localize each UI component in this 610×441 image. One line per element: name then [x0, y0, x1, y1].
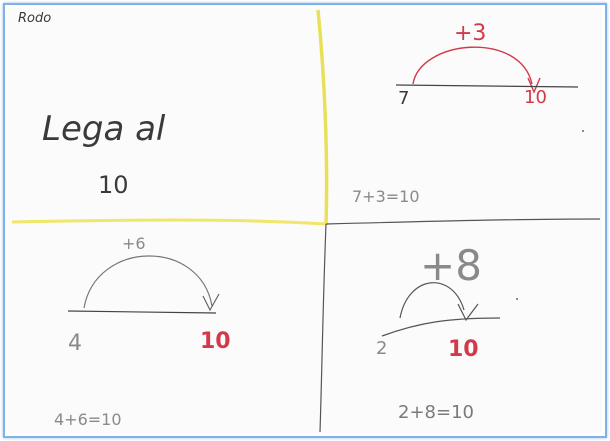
q4-number-line — [381, 317, 501, 337]
q4-equation: 2+8=10 — [398, 402, 474, 423]
yellow-vertical-divider — [316, 9, 329, 226]
q3-jump-arc — [83, 255, 213, 309]
q2-jump-arc — [412, 46, 533, 85]
q4-arrow-head — [457, 303, 479, 322]
student-name: Rodo — [18, 11, 51, 26]
pencil-dot — [516, 298, 518, 300]
q2-arrow-head — [527, 77, 541, 94]
q2-jump-label: +3 — [454, 21, 486, 46]
q4-jump-arc — [399, 282, 465, 319]
q3-arrow-head — [202, 293, 220, 312]
pencil-horizontal-divider — [325, 218, 601, 225]
q3-number-line — [67, 310, 217, 314]
q2-number-line — [395, 84, 579, 88]
q1-title: Lega al — [42, 109, 166, 149]
q3-end-number: 10 — [200, 329, 231, 354]
pencil-vertical-divider — [319, 223, 327, 433]
q2-start-number: 7 — [398, 88, 409, 109]
q2-end-number: 10 — [524, 87, 547, 108]
q4-jump-label: +8 — [420, 241, 482, 290]
q1-target: 10 — [98, 171, 129, 199]
frame-border — [3, 3, 607, 438]
q3-start-number: 4 — [68, 331, 82, 356]
q3-jump-label: +6 — [122, 234, 146, 253]
pencil-dot — [582, 130, 584, 132]
q4-start-number: 2 — [376, 338, 387, 359]
yellow-horizontal-divider — [11, 218, 327, 226]
q3-equation: 4+6=10 — [54, 410, 122, 429]
q4-end-number: 10 — [448, 337, 479, 362]
q2-equation: 7+3=10 — [352, 187, 420, 206]
